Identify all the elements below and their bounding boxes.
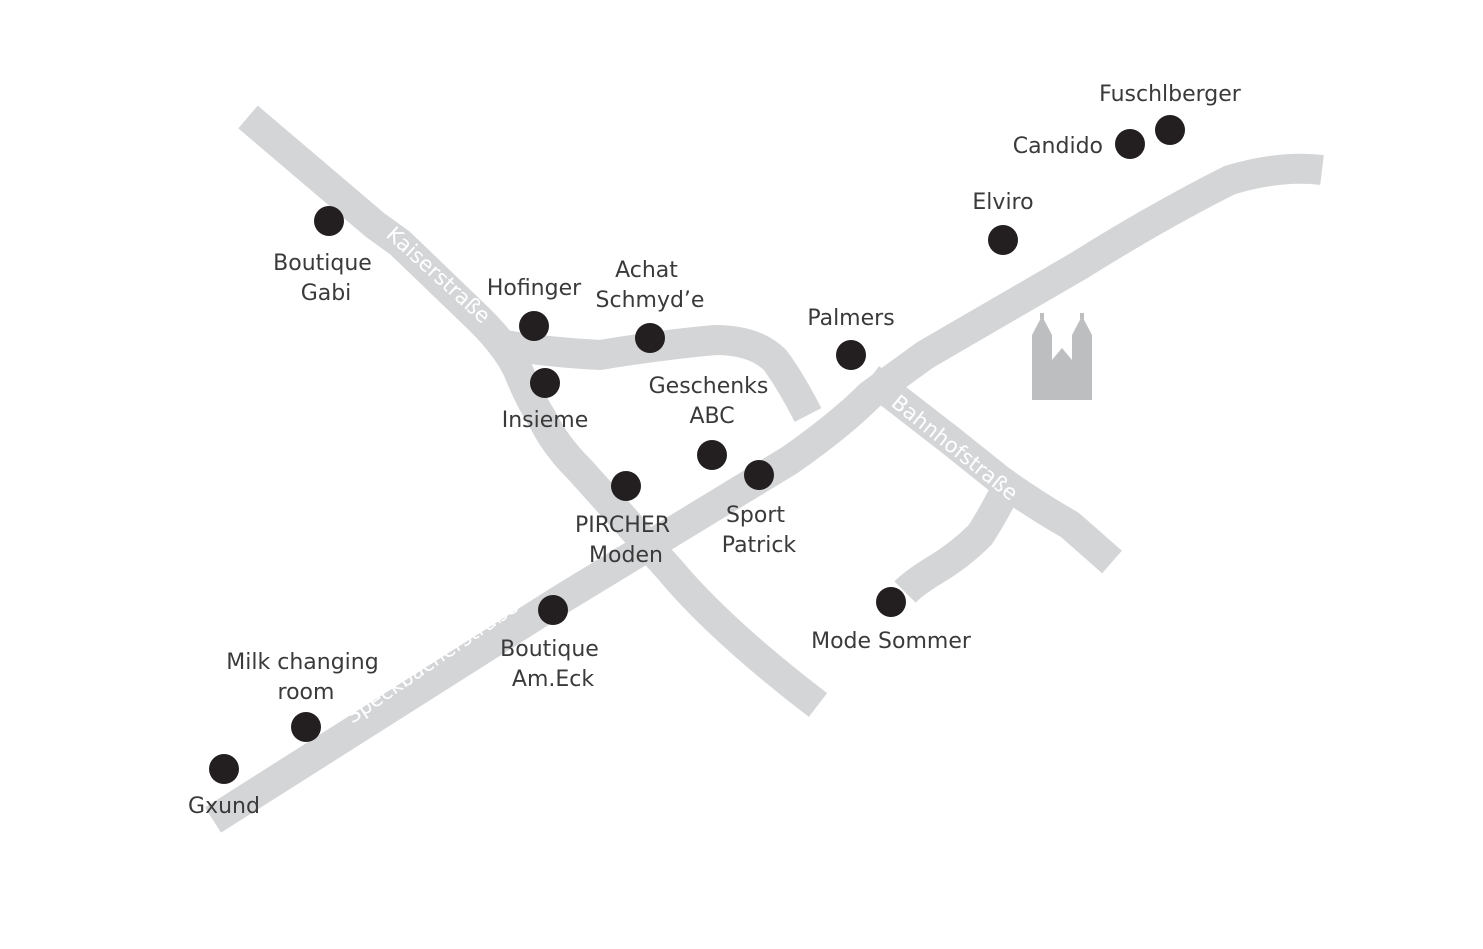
road-bahnhofstrasse	[860, 366, 1122, 574]
marker-milk-changing-room[interactable]	[291, 712, 321, 742]
label-pircher-moden: PIRCHER Moden	[575, 513, 677, 568]
roads	[204, 105, 1324, 833]
marker-sport-patrick[interactable]	[744, 460, 774, 490]
marker-gxund[interactable]	[209, 754, 239, 784]
label-gxund: Gxund	[188, 794, 260, 819]
street-label-bahnhofstrasse: Bahnhofstraße	[887, 390, 1023, 505]
marker-palmers[interactable]	[836, 340, 866, 370]
marker-insieme[interactable]	[530, 368, 560, 398]
road-connector	[502, 325, 822, 422]
label-fuschlberger: Fuschlberger	[1099, 82, 1242, 107]
shop-labels: Boutique Gabi Hofinger Achat Schmyd’e In…	[188, 82, 1242, 819]
street-label-kaiserstrasse: Kaiserstraße	[382, 222, 495, 328]
road-speckbacherstrasse	[204, 153, 1324, 833]
label-candido: Candido	[1013, 134, 1103, 159]
marker-pircher-moden[interactable]	[611, 471, 641, 501]
label-geschenks-abc: Geschenks ABC	[649, 374, 776, 429]
marker-elviro[interactable]	[988, 225, 1018, 255]
marker-boutique-ameck[interactable]	[538, 595, 568, 625]
marker-hofinger[interactable]	[519, 311, 549, 341]
label-achat-schmyde: Achat Schmyd’e	[596, 258, 705, 313]
marker-geschenks-abc[interactable]	[697, 440, 727, 470]
road-kaiserstrasse	[238, 105, 828, 717]
label-elviro: Elviro	[972, 190, 1033, 215]
church-icon	[1032, 313, 1092, 400]
label-mode-sommer: Mode Sommer	[811, 629, 972, 654]
road-side-branch	[894, 490, 1016, 603]
label-palmers: Palmers	[807, 306, 894, 331]
marker-candido[interactable]	[1115, 129, 1145, 159]
label-sport-patrick: Sport Patrick	[722, 503, 797, 558]
label-boutique-gabi: Boutique Gabi	[273, 251, 379, 306]
label-hofinger: Hofinger	[487, 276, 582, 301]
marker-mode-sommer[interactable]	[876, 587, 906, 617]
marker-boutique-gabi[interactable]	[314, 206, 344, 236]
label-boutique-ameck: Boutique Am.Eck	[500, 637, 606, 692]
label-insieme: Insieme	[502, 408, 589, 433]
label-milk-changing-room: Milk changing room	[226, 650, 385, 705]
shop-markers	[209, 115, 1185, 784]
marker-fuschlberger[interactable]	[1155, 115, 1185, 145]
marker-achat-schmyde[interactable]	[635, 323, 665, 353]
